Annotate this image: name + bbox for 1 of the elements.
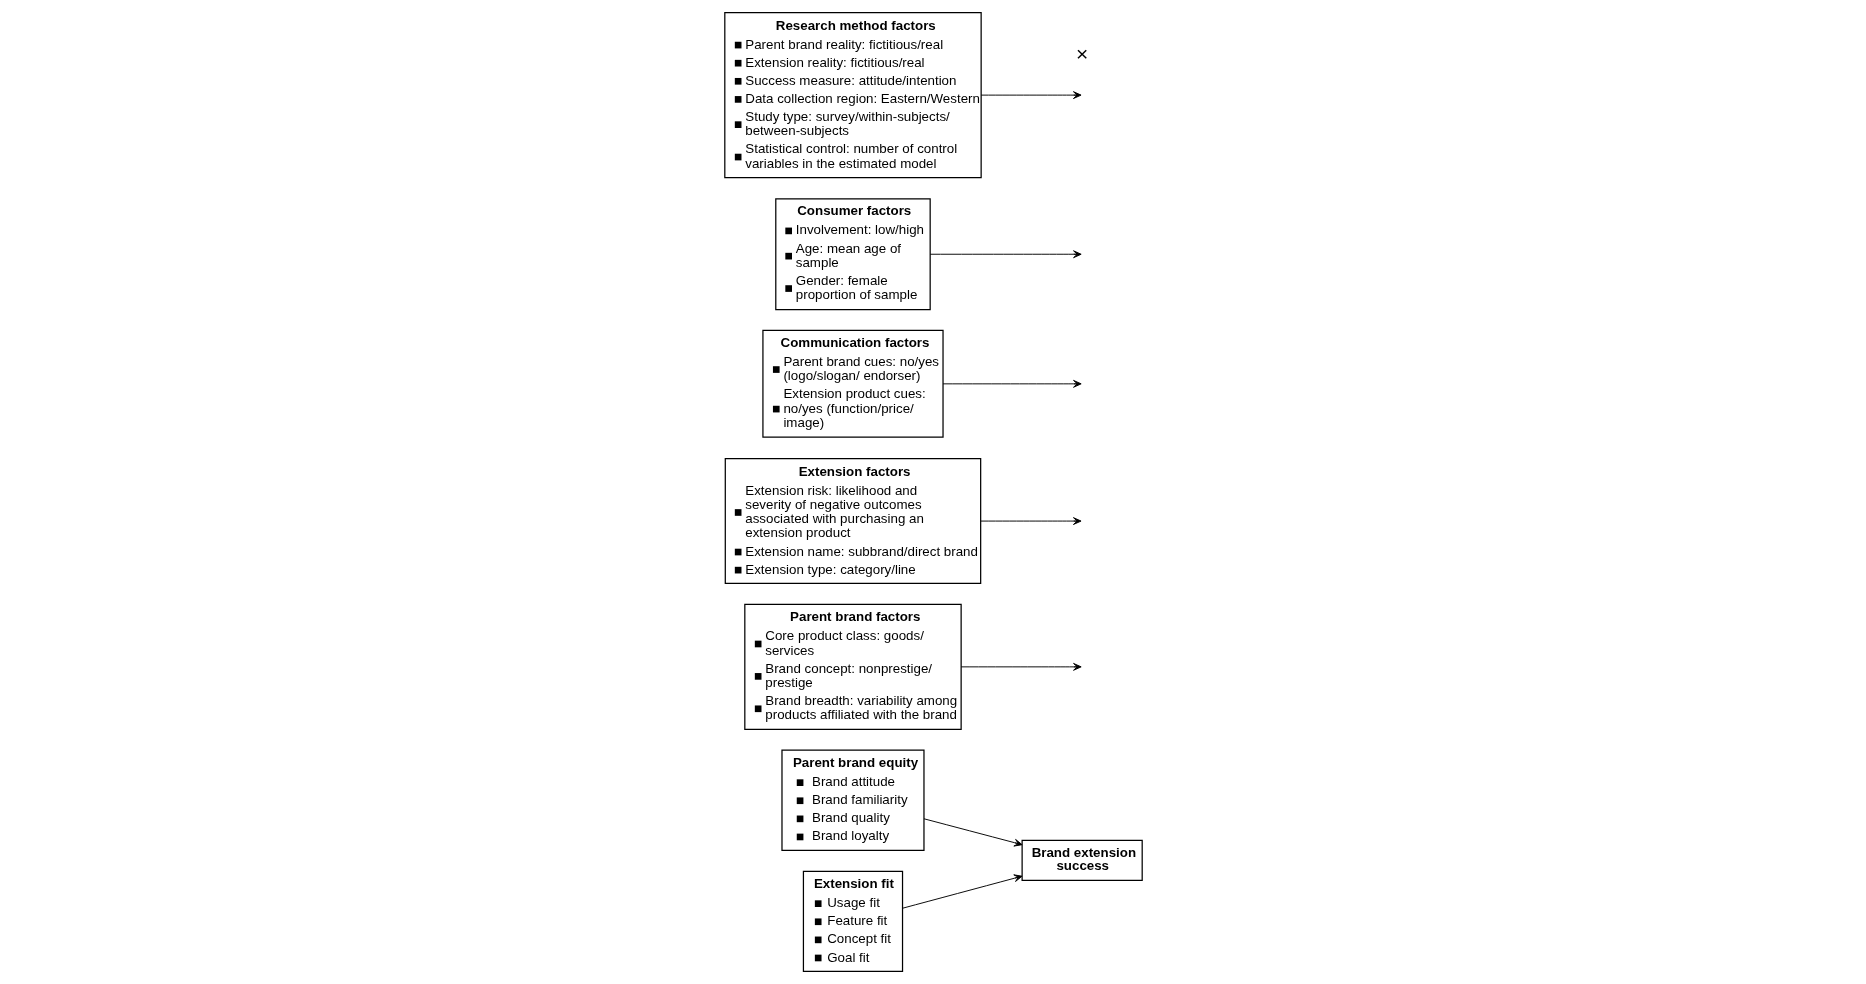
label: ×	[1075, 42, 1088, 66]
